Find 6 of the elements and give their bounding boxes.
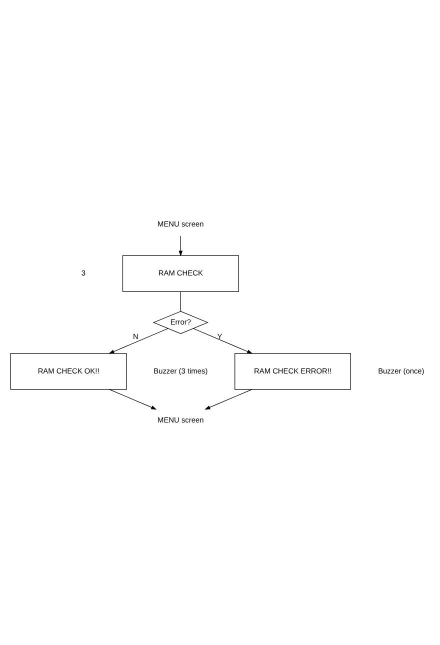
arrow [109,389,157,410]
arrow [193,328,253,354]
arrow [204,389,252,410]
arrow [178,236,183,256]
arrow [108,328,168,354]
connector [180,291,181,312]
